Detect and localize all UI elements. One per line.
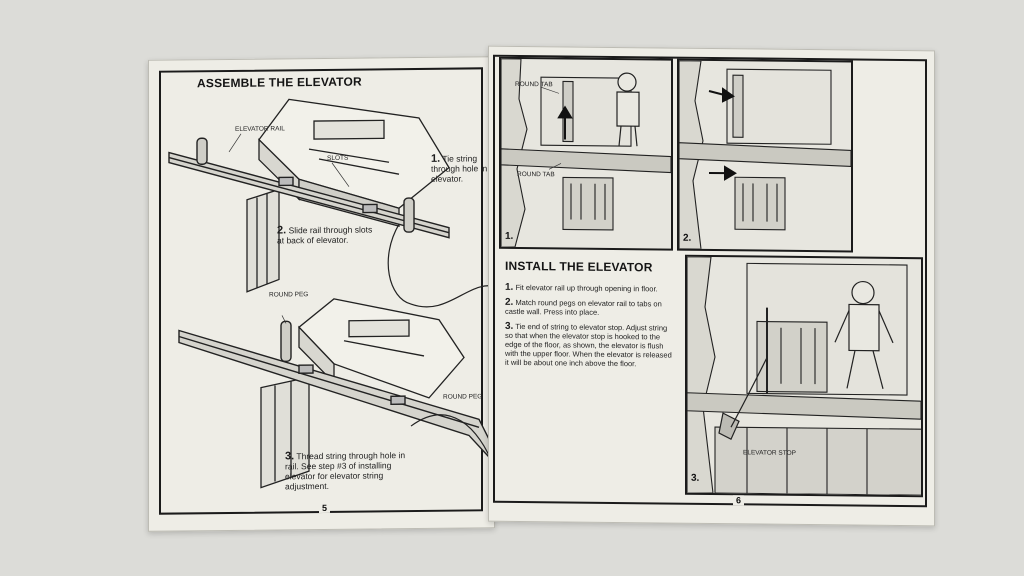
install-instructions: INSTALL THE ELEVATOR 1. Fit elevator rai… bbox=[505, 259, 677, 375]
step-text: Fit elevator rail up through opening in … bbox=[515, 282, 658, 294]
step-text: Tie string through hole in elevator. bbox=[431, 153, 488, 184]
panel-1-number: 1. bbox=[505, 230, 514, 242]
install-title: INSTALL THE ELEVATOR bbox=[505, 258, 653, 275]
panel-1-callout-top: ROUND TAB bbox=[515, 80, 553, 89]
assemble-step-2: 2. Slide rail through slots at back of e… bbox=[277, 224, 377, 245]
assemble-step-3: 3. Thread string through hole in rail. S… bbox=[285, 450, 415, 491]
panel-3-illustration bbox=[687, 256, 921, 496]
page-number-right: 6 bbox=[733, 495, 745, 506]
install-panel-3: ELEVATOR STOP 3. bbox=[685, 254, 923, 498]
install-step-2: 2. Match round pegs on elevator rail to … bbox=[505, 297, 677, 318]
step-text: Thread string through hole in rail. See … bbox=[285, 450, 406, 492]
step-text: Tie end of string to elevator stop. Adju… bbox=[505, 321, 672, 369]
install-step-1: 1. Fit elevator rail up through opening … bbox=[505, 281, 677, 294]
page-number-left: 5 bbox=[319, 502, 331, 514]
panel-1-callout-bottom: ROUND TAB bbox=[517, 170, 555, 179]
panel-2-illustration bbox=[679, 60, 851, 250]
right-page: ROUND TAB ROUND TAB 1. bbox=[488, 45, 935, 527]
panel-2-number: 2. bbox=[683, 232, 692, 244]
assemble-step-1: 1. Tie string through hole in elevator. bbox=[431, 153, 491, 184]
install-panel-1: ROUND TAB ROUND TAB 1. bbox=[499, 56, 673, 251]
panel-3-number: 3. bbox=[691, 472, 700, 484]
callout-elevator-rail: ELEVATOR RAIL bbox=[235, 125, 285, 133]
install-panel-2: 2. bbox=[677, 58, 853, 253]
callout-round-peg-1: ROUND PEG bbox=[269, 291, 309, 299]
panel-3-callout-elevator-stop: ELEVATOR STOP bbox=[743, 449, 796, 457]
step-text: Match round pegs on elevator rail to tab… bbox=[505, 297, 662, 317]
callout-round-peg-2: ROUND PEG bbox=[443, 393, 483, 401]
callout-slots: SLOTS bbox=[327, 154, 349, 162]
instruction-booklet: ASSEMBLE THE ELEVATOR bbox=[138, 40, 938, 535]
step-text: Slide rail through slots at back of elev… bbox=[277, 224, 373, 246]
install-step-3: 3. Tie end of string to elevator stop. A… bbox=[505, 321, 677, 369]
panel-1-illustration bbox=[501, 58, 671, 248]
step-number: 1. bbox=[505, 281, 514, 293]
left-page: ASSEMBLE THE ELEVATOR bbox=[148, 56, 495, 532]
elevator-assembly-illustration bbox=[168, 98, 494, 489]
